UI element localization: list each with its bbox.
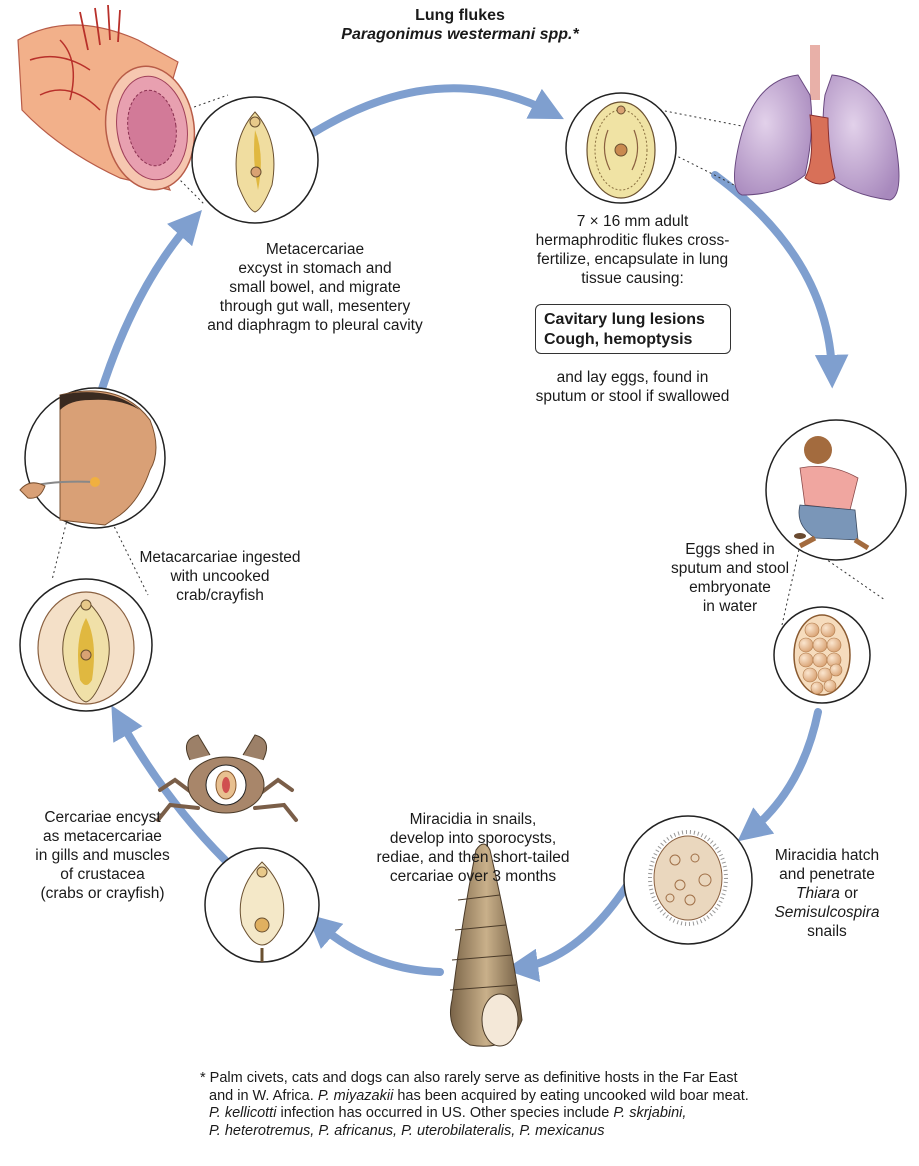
title-line-2: Paragonimus westermani spp.* [300,25,620,44]
cercaria-icon [205,848,319,962]
excyst-caption: Metacercariae excyst in stomach and smal… [195,240,435,335]
arrow-egg-to-miracidia [748,712,818,833]
cercariae-encyst-caption: Cercariae encyst as metacercariae in gil… [5,808,200,903]
egg-icon [774,607,870,703]
child-icon [766,420,906,560]
eggs-shed-caption: Eggs shed in sputum and stool embryonate… [655,540,805,616]
arrow-person-to-intestine [100,220,193,395]
symptoms-box: Cavitary lung lesions Cough, hemoptysis [535,304,731,354]
arrow-miracidia-to-snail [518,878,632,968]
arrow-snail-to-cercariae [317,923,440,972]
eggs-laid-caption: and lay eggs, found in sputum or stool i… [500,368,765,406]
title-line-1: Lung flukes [300,6,620,25]
miracidium-icon [624,816,752,944]
lung-icon [734,45,899,200]
arrow-intestine-to-lung [313,88,552,133]
adult-fluke-caption: 7 × 16 mm adult hermaphroditic flukes cr… [500,212,765,288]
metacercaria-excyst-icon [192,97,318,223]
person-eating-icon [20,388,165,528]
miracidia-hatch-caption: Miracidia hatch and penetrate Thiara or … [752,846,902,941]
ingested-caption: Metacarcariae ingested with uncooked cra… [130,548,310,605]
miracidia-snails-caption: Miracidia in snails, develop into sporoc… [348,810,598,886]
intestine-icon [18,5,202,196]
adult-fluke-icon [566,93,676,203]
diagram-title: Lung flukes Paragonimus westermani spp.* [300,6,620,44]
footnote: * Palm civets, cats and dogs can also ra… [200,1070,900,1140]
